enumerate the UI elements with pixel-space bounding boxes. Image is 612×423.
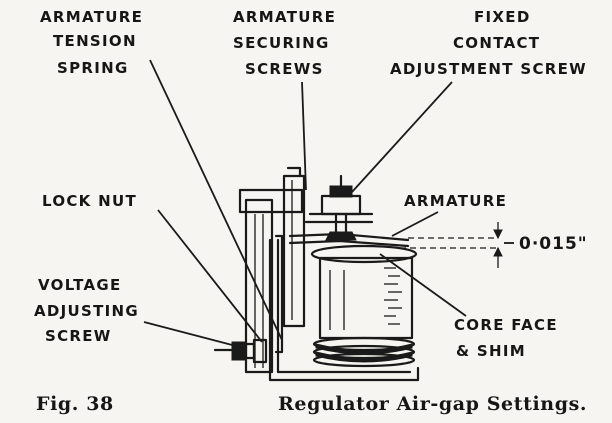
lock-nut [252,338,268,364]
svg-text:ADJUSTING: ADJUSTING [34,302,139,320]
svg-text:FIXED: FIXED [474,8,531,26]
svg-text:ADJUSTMENT SCREW: ADJUSTMENT SCREW [390,60,587,78]
label-fixed-contact-adjustment-screw: FIXED CONTACT ADJUSTMENT SCREW [390,8,587,78]
gap-dimension-value: 0·015" [519,234,588,254]
svg-text:TENSION: TENSION [53,32,137,50]
svg-text:SCREWS: SCREWS [245,60,324,78]
fixed-contact-screw [304,174,374,238]
svg-text:ARMATURE: ARMATURE [40,8,143,26]
figure-number: Fig. 38 [36,393,114,415]
leader-lines [143,59,467,347]
label-core-face-shim: CORE FACE & SHIM [454,316,558,360]
solenoid-coil [310,244,418,368]
armature [288,231,410,248]
svg-text:SPRING: SPRING [57,59,129,77]
label-armature: ARMATURE [404,192,507,210]
figure-title: Regulator Air-gap Settings. [278,393,587,415]
svg-text:CONTACT: CONTACT [453,34,540,52]
armature-tension-spring [274,234,284,354]
svg-text:CORE FACE: CORE FACE [454,316,558,334]
svg-text:SECURING: SECURING [233,34,330,52]
frame-bracket [238,166,420,382]
label-armature-securing-screws: ARMATURE SECURING SCREWS [233,8,336,78]
label-armature-tension-spring: ARMATURE TENSION SPRING [40,8,143,77]
label-lock-nut: LOCK NUT [42,192,137,210]
label-voltage-adjusting-screw: VOLTAGE ADJUSTING SCREW [34,276,139,345]
svg-text:VOLTAGE: VOLTAGE [38,276,122,294]
svg-text:& SHIM: & SHIM [456,342,526,360]
svg-text:SCREW: SCREW [45,327,112,345]
gap-dimension [400,222,514,268]
svg-text:ARMATURE: ARMATURE [233,8,336,26]
